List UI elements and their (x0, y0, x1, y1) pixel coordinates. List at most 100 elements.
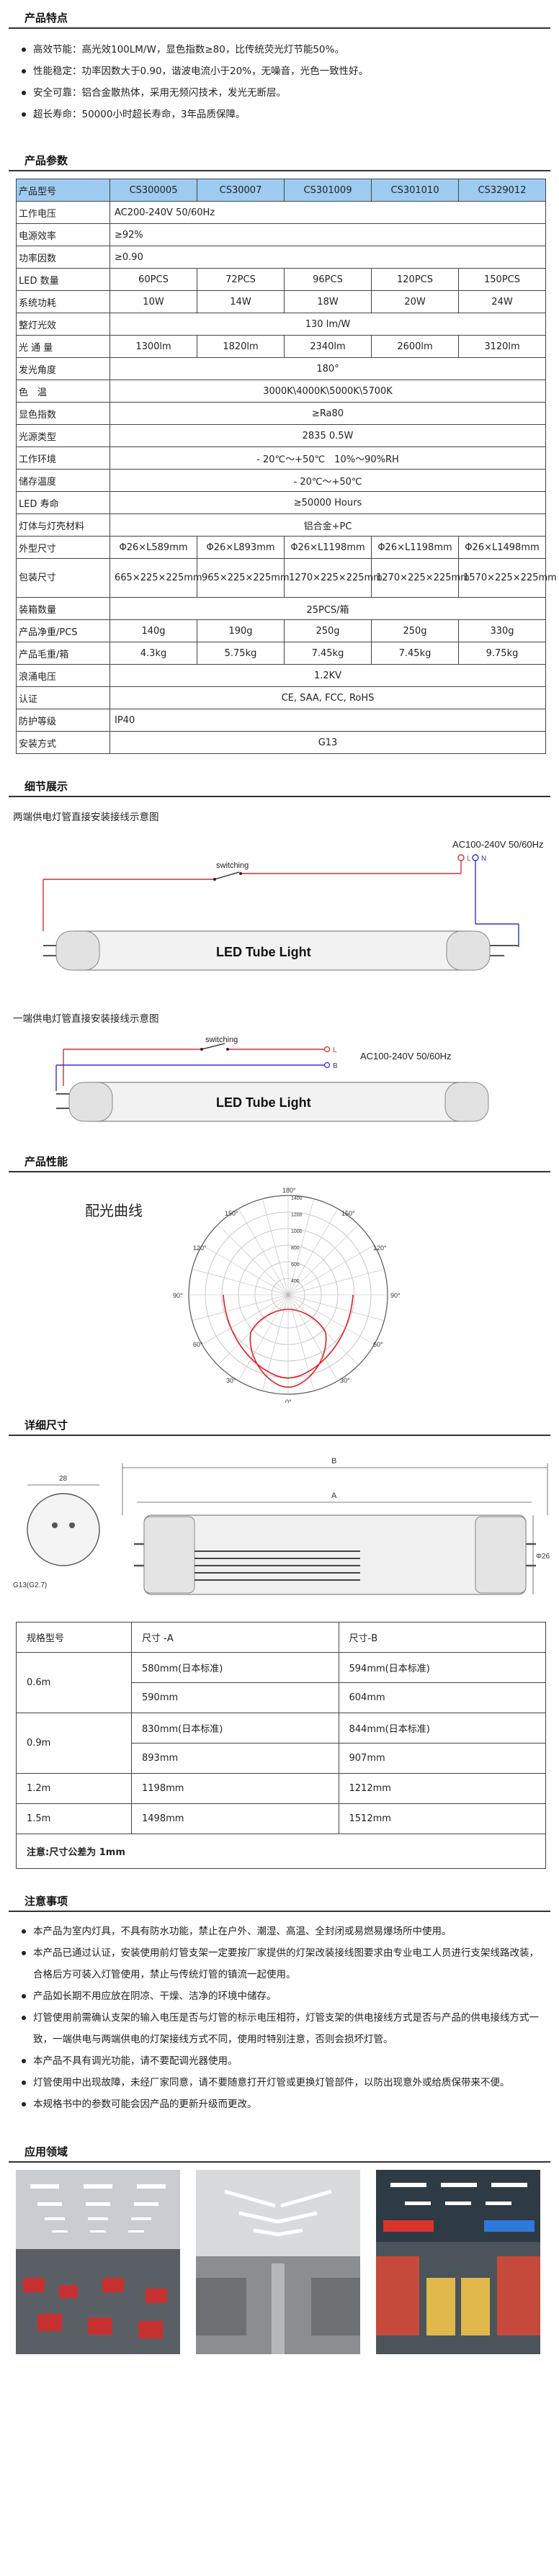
row-label: LED 数量 (16, 268, 110, 291)
curve-title: 配光曲线 (85, 1203, 143, 1219)
diagram-caption-dual: 两端供电灯管直接安装接线示意图 (13, 812, 159, 823)
row-value: 250g (284, 619, 372, 642)
dim-model-cell: 1.5m (16, 1803, 132, 1834)
table-row: 装箱数量 25PCS/箱 (16, 597, 546, 620)
table-row: 注意:尺寸公差为 1mm (16, 1834, 546, 1869)
row-value: ≥0.90 (109, 246, 546, 269)
angle-label: 150° (341, 1210, 355, 1217)
dim-b-cell: 907mm (338, 1743, 546, 1774)
angle-label: 180° (282, 1187, 296, 1194)
row-value: 4.3kg (109, 642, 197, 665)
polar-curve-svg: 配光曲线 180° 150° 120° 90° 60° 30° 0° 150° (85, 1187, 401, 1406)
dim-model-cell: 1.2m (16, 1773, 132, 1804)
notes-title: 注意事项 (9, 1890, 550, 1912)
row-value: 1820lm (197, 335, 285, 358)
table-row: 包装尺寸 665×225×225mm 965×225×225mm 1270×22… (16, 558, 557, 598)
ring-label: 1000 (291, 1229, 303, 1234)
row-label: 电源效率 (16, 223, 110, 246)
angle-label: 90° (390, 1292, 401, 1299)
dim-b-cell: 1212mm (338, 1773, 546, 1804)
dimension-drawing: 28 G13(G2.7) B A Φ26 (0, 1436, 559, 1622)
row-value: 2600lm (371, 335, 459, 358)
table-row: LED 数量 60PCS 72PCS 96PCS 120PCS 150PCS (16, 268, 546, 291)
row-label: 发光角度 (16, 357, 110, 380)
row-value: 72PCS (197, 268, 285, 291)
row-value: 25PCS/箱 (109, 597, 546, 620)
table-row: 893mm 907mm (17, 1743, 546, 1774)
dim-a-cell: 830mm(日本标准) (131, 1713, 339, 1743)
tube-cap-right (444, 1082, 489, 1122)
note-item: 灯管使用前需确认支架的输入电压是否与灯管的标示电压相符，灯管支架的供电接线方式是… (22, 2007, 559, 2050)
feature-item: 高效节能：高光效100LM/W，显色指数≥80，比传统荧光灯节能50%。 (22, 39, 559, 60)
size-title: 详细尺寸 (9, 1414, 550, 1436)
angle-label: 30° (226, 1377, 236, 1384)
row-label: 包装尺寸 (16, 558, 110, 598)
row-value: Φ26×L893mm (197, 536, 285, 559)
tolerance-note: 注意:尺寸公差为 1mm (16, 1834, 546, 1869)
line-terminal-label: L (333, 1046, 337, 1054)
row-value: 3000K\4000K\5000K\5700K (109, 380, 546, 403)
row-value: 5.75kg (197, 642, 285, 665)
application-photo-supermarket (376, 2170, 540, 2354)
row-value: 3120lm (458, 335, 546, 358)
row-value: CE, SAA, FCC, RoHS (109, 686, 546, 709)
end-view (27, 1493, 100, 1566)
table-row: 电源效率 ≥92% (16, 223, 546, 246)
row-label: 工作环境 (16, 446, 110, 470)
row-value: 665×225×225mm (109, 558, 202, 598)
row-value: 铝合金+PC (109, 513, 546, 537)
voltage-label: AC100-240V 50/60Hz (452, 839, 543, 850)
cap-label: G13(G2.7) (13, 1581, 47, 1589)
applications-title: 应用领域 (9, 2141, 550, 2163)
row-value: 180° (109, 357, 546, 380)
row-label: 显色指数 (16, 402, 110, 425)
params-header-cell: 产品型号 (16, 179, 110, 202)
row-label: 产品毛重/箱 (16, 642, 110, 665)
row-value: Φ26×L589mm (109, 536, 197, 559)
row-value: 130 lm/W (109, 313, 546, 336)
angle-label: 150° (225, 1210, 238, 1217)
wiring-single-svg: switching L B AC100-240V 50/60Hz LED Tub… (55, 1036, 489, 1122)
application-photo-office (16, 2170, 180, 2354)
neutral-terminal-label: N (481, 855, 486, 863)
row-label: 装箱数量 (16, 597, 110, 620)
table-row: 认证 CE, SAA, FCC, RoHS (16, 686, 546, 709)
row-value: Φ26×L1198mm (284, 536, 372, 559)
row-label: 认证 (16, 686, 110, 709)
row-label: 整灯光效 (16, 313, 110, 336)
row-value: ≥50000 Hours (109, 491, 546, 514)
dim-a-cell: 590mm (131, 1682, 339, 1713)
table-row: 整灯光效 130 lm/W (16, 313, 546, 336)
row-label: LED 寿命 (16, 491, 110, 514)
table-row: 1.5m 1498mm 1512mm (16, 1803, 546, 1834)
row-label: 光源类型 (16, 424, 110, 447)
note-item: 本产品为室内灯具，不具有防水功能，禁止在户外、潮湿、高温、全封闭或易燃易爆场所中… (22, 1921, 559, 1942)
dim-h-label: Φ26 (536, 1553, 550, 1561)
row-value: 20W (371, 290, 459, 313)
tube-cap-right (446, 930, 491, 971)
row-value: 1270×225×225mm (371, 558, 470, 598)
params-header-cell: CS329012 (458, 179, 546, 202)
row-value: 1.2KV (109, 664, 546, 687)
application-photos (0, 2170, 559, 2354)
row-label: 产品净重/PCS (16, 619, 110, 642)
wiring-dual-svg: AC100-240V 50/60Hz switching L N (43, 839, 543, 971)
row-label: 系统功耗 (16, 290, 110, 313)
tube-label: LED Tube Light (216, 1095, 311, 1110)
table-row: 规格型号 尺寸 -A 尺寸-B (16, 1622, 546, 1653)
row-value: 24W (458, 290, 546, 313)
table-row: 光 通 量 1300lm 1820lm 2340lm 2600lm 3120lm (16, 335, 546, 358)
details-title: 细节展示 (9, 776, 550, 797)
distribution-curve-outer (223, 1294, 354, 1379)
table-row: 安装方式 G13 (16, 731, 546, 754)
distribution-curve (249, 1309, 327, 1388)
table-row: 产品毛重/箱 4.3kg 5.75kg 7.45kg 7.45kg 9.75kg (16, 642, 546, 665)
dim-b-label: B (331, 1457, 336, 1466)
angle-label: 30° (340, 1377, 350, 1384)
dim-a-cell: 580mm(日本标准) (131, 1652, 339, 1683)
tube-cap-left (55, 930, 100, 971)
table-row: 功率因数 ≥0.90 (16, 246, 546, 269)
row-value: IP40 (109, 709, 546, 732)
angle-label: 60° (373, 1341, 383, 1348)
